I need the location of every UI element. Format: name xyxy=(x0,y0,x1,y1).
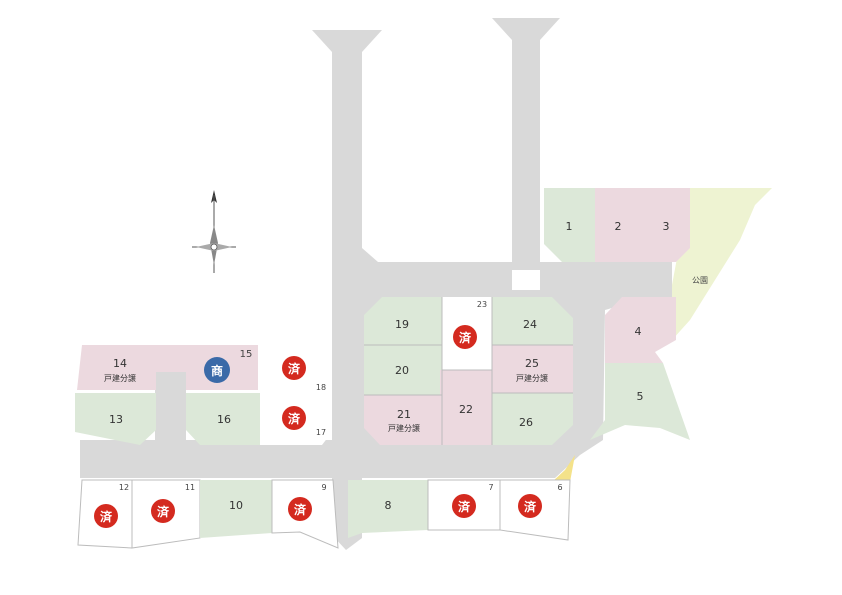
lot-1-label: 1 xyxy=(566,220,573,233)
lot-4[interactable] xyxy=(605,297,676,363)
sold-badge-text: 済 xyxy=(524,499,537,514)
central-block-dividers xyxy=(364,297,573,445)
park-area xyxy=(672,188,772,340)
sold-badge-text: 済 xyxy=(157,504,170,519)
lot-19[interactable] xyxy=(364,297,442,345)
lot-26-label: 26 xyxy=(519,416,533,429)
lot-3-label: 3 xyxy=(663,220,670,233)
lot-21[interactable] xyxy=(364,395,440,445)
lot-26[interactable] xyxy=(492,393,573,445)
lot-2-label: 2 xyxy=(615,220,622,233)
lot-16[interactable] xyxy=(186,393,260,445)
lot-10-label: 10 xyxy=(229,499,243,512)
lot-25[interactable] xyxy=(492,345,573,393)
lot-1[interactable] xyxy=(544,188,595,262)
lot-3[interactable] xyxy=(642,188,690,262)
lot-13-label: 13 xyxy=(109,413,123,426)
lot-24[interactable] xyxy=(492,297,573,345)
badge-lot-11-sold: 済 xyxy=(151,499,175,523)
lot-10[interactable] xyxy=(200,480,272,538)
badge-lot-23-sold: 済 xyxy=(453,325,477,349)
lot-8[interactable] xyxy=(348,480,428,538)
badge-lot-9-sold: 済 xyxy=(288,497,312,521)
lot-16-label: 16 xyxy=(217,413,231,426)
badge-lot-6-sold: 済 xyxy=(518,494,542,518)
lot-24-label: 24 xyxy=(523,318,537,331)
lot-14[interactable] xyxy=(77,345,172,390)
lot-22[interactable] xyxy=(440,370,492,445)
lot-20-label: 20 xyxy=(395,364,409,377)
lot-21-note: 戸建分譲 xyxy=(388,423,420,433)
lot-14-label: 14 xyxy=(113,357,127,370)
lot-2[interactable] xyxy=(595,188,642,262)
badge-lot-12-sold: 済 xyxy=(94,504,118,528)
lot-9-label: 9 xyxy=(321,483,326,492)
lot-25-label: 25 xyxy=(525,357,539,370)
badge-lot-18-sold: 済 xyxy=(282,356,306,380)
sold-badge-text: 済 xyxy=(459,330,472,345)
park-label: 公園 xyxy=(692,276,708,285)
badge-lot-17-sold: 済 xyxy=(282,406,306,430)
lot-18-label: 18 xyxy=(316,383,326,392)
lot-13[interactable] xyxy=(75,393,156,445)
yellow-patch xyxy=(552,455,575,482)
lot-6-label: 6 xyxy=(557,483,562,492)
compass-icon xyxy=(192,190,236,273)
lot-23-label: 23 xyxy=(477,300,487,309)
lot-11-label: 11 xyxy=(185,483,195,492)
road-network xyxy=(80,18,672,550)
sold-badge-text: 済 xyxy=(458,499,471,514)
lot-8-label: 8 xyxy=(385,499,392,512)
lot-22-label: 22 xyxy=(459,403,473,416)
sold-badge-text: 済 xyxy=(288,411,301,426)
lot-25-note: 戸建分譲 xyxy=(516,373,548,383)
sold-badge-text: 済 xyxy=(288,361,301,376)
commercial-badge-text: 商 xyxy=(211,363,223,378)
sold-badge-text: 済 xyxy=(100,509,113,524)
lot-5-label: 5 xyxy=(637,390,644,403)
sold-badge-text: 済 xyxy=(294,502,307,517)
lot-12-label: 12 xyxy=(119,483,129,492)
lot-14-note: 戸建分譲 xyxy=(104,373,136,383)
lot-5[interactable] xyxy=(590,363,690,440)
lot-20[interactable] xyxy=(364,345,442,395)
lot-4-label: 4 xyxy=(635,325,642,338)
lot-7-label: 7 xyxy=(488,483,493,492)
lot-17-label: 17 xyxy=(316,428,326,437)
lot-15-label: 15 xyxy=(240,349,253,360)
lot-21-label: 21 xyxy=(397,408,411,421)
badge-lot-15-commercial: 商 xyxy=(204,357,230,383)
badge-lot-7-sold: 済 xyxy=(452,494,476,518)
lot-19-label: 19 xyxy=(395,318,409,331)
